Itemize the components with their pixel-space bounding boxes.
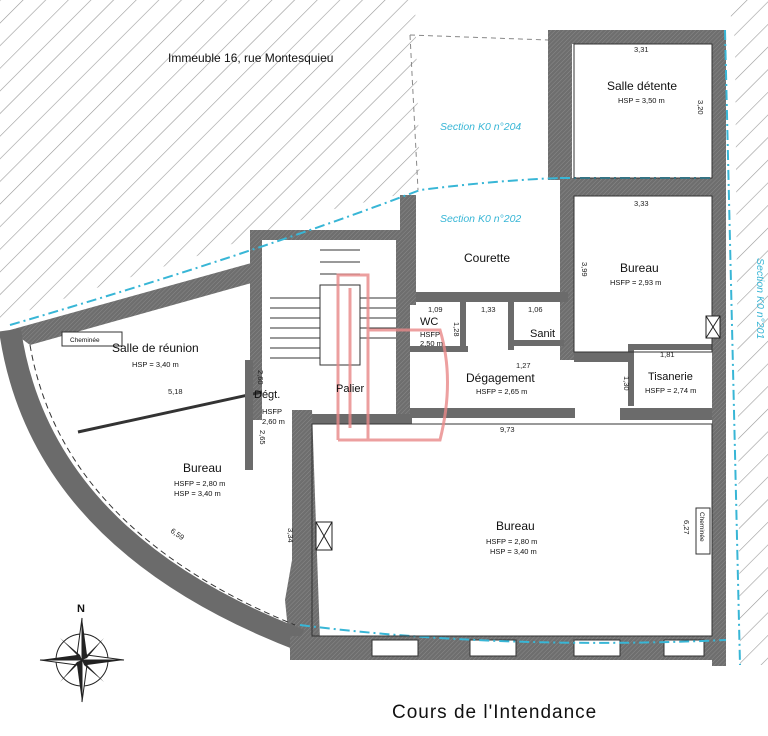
wall <box>408 292 568 302</box>
chimney-box <box>61 331 123 347</box>
wall <box>574 352 630 362</box>
room-name-salle-detente: Salle détente <box>607 79 677 93</box>
room-height: HSP = 3,40 m <box>132 360 179 369</box>
room-outline <box>573 43 713 179</box>
dimension-label: 1,30 <box>622 376 631 391</box>
wall <box>460 300 466 350</box>
room-height: HSFP <box>262 407 282 416</box>
wall <box>560 178 726 196</box>
wall <box>245 360 253 470</box>
dimension-label: 9,73 <box>500 425 515 434</box>
dimension-label: 3,99 <box>580 262 589 277</box>
dimension-label: 3,20 <box>696 100 705 115</box>
boundary-dashed <box>409 34 549 191</box>
wall <box>620 408 712 420</box>
room-outline <box>573 195 713 353</box>
wall <box>548 30 572 180</box>
wall <box>292 414 412 424</box>
room-height: HSFP = 2,74 m <box>645 386 696 395</box>
room-height: HSP = 3,50 m <box>618 96 665 105</box>
dimension-label: 2,60 <box>256 370 265 385</box>
section-label: Section K0 n°201 <box>754 258 766 339</box>
room-height: HSFP = 2,65 m <box>476 387 527 396</box>
window <box>573 639 621 657</box>
dimension-label: 3,34 <box>286 528 295 543</box>
room-height: 2,50 m <box>420 339 443 348</box>
north-arrow-icon <box>39 617 125 703</box>
room-name-palier: Palier <box>336 383 364 395</box>
window <box>469 639 517 657</box>
wall-east <box>712 30 726 666</box>
room-name-degagement: Dégagement <box>466 371 535 385</box>
dimension-label: 6,59 <box>169 526 186 542</box>
room-height: HSFP <box>420 330 440 339</box>
chimney-label: Cheminée <box>698 512 705 542</box>
room-height: HSFP = 2,80 m <box>174 479 225 488</box>
room-name-salle-reunion: Salle de réunion <box>112 341 199 355</box>
watermark-logo <box>336 273 449 442</box>
dimension-label: 1,09 <box>428 305 443 314</box>
street-name: Cours de l'Intendance <box>392 702 597 723</box>
facade-inner-line <box>29 344 296 626</box>
room-height: HSFP = 2,80 m <box>486 537 537 546</box>
room-height: HSFP = 2,93 m <box>610 278 661 287</box>
room-name-wc: WC <box>420 316 438 328</box>
room-name-bureau-west: Bureau <box>183 461 222 475</box>
dimension-label: 1,06 <box>528 305 543 314</box>
wall <box>628 344 712 350</box>
window <box>663 639 705 657</box>
neighbour-hatch-right <box>728 0 768 665</box>
wall <box>560 180 574 360</box>
shaft-icon <box>315 315 721 551</box>
room-height: 2,60 m <box>262 417 285 426</box>
chimney-label: Cheminée <box>70 337 100 344</box>
wall <box>250 230 400 240</box>
section-label: Section K0 n°204 <box>440 121 521 133</box>
dimension-label: 2,65 <box>258 430 267 445</box>
wall <box>77 390 263 434</box>
wall <box>514 340 564 346</box>
dimension-label: 5,18 <box>168 387 183 396</box>
dimension-label: 1,33 <box>481 305 496 314</box>
room-name-courette: Courette <box>464 251 510 265</box>
building-address: Immeuble 16, rue Montesquieu <box>168 51 333 65</box>
room-name-tisanerie: Tisanerie <box>648 371 693 383</box>
dimension-label: 1,81 <box>660 350 675 359</box>
dimension-label: 6,27 <box>682 520 691 535</box>
room-height: HSP = 3,40 m <box>490 547 537 556</box>
dimension-label: 1,27 <box>516 361 531 370</box>
room-name-degt: Dégt. <box>254 389 280 401</box>
room-height: HSP = 3,40 m <box>174 489 221 498</box>
window <box>371 639 419 657</box>
dimension-label: 1,28 <box>452 322 461 337</box>
room-name-sanit: Sanit <box>530 328 555 340</box>
room-name-bureau-main: Bureau <box>496 519 535 533</box>
north-label: N <box>77 603 85 615</box>
neighbour-hatch-area <box>0 0 420 320</box>
wall <box>628 344 634 406</box>
dimension-label: 3,31 <box>634 45 649 54</box>
wall-curved-facade <box>0 328 304 651</box>
wall <box>408 346 468 352</box>
wall <box>508 300 514 350</box>
room-outline <box>311 423 713 637</box>
wall <box>10 262 262 345</box>
section-label: Section K0 n°202 <box>440 213 521 225</box>
dimension-label: 3,33 <box>634 199 649 208</box>
wall <box>405 408 575 418</box>
wall <box>548 30 726 44</box>
chimney-box <box>695 507 711 555</box>
staircase <box>270 249 396 366</box>
room-name-bureau-ne: Bureau <box>620 261 659 275</box>
